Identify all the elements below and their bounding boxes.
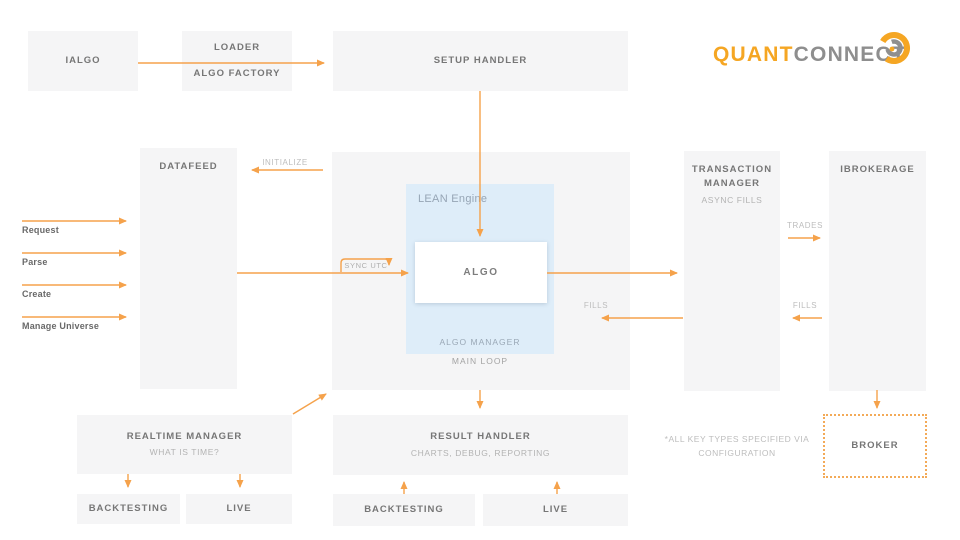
lean-engine-label: LEAN Engine [418, 193, 488, 205]
live-left-label: LIVE [226, 502, 252, 514]
realtime-manager-label: REALTIME MANAGER [126, 430, 243, 442]
live-mid-box: LIVE [483, 494, 628, 526]
backtesting-left-label: BACKTESTING [88, 502, 169, 514]
fills-right-label: FILLS [792, 301, 818, 310]
datafeed-box: DATAFEED [140, 148, 237, 389]
sync-utc-label: SYNC UTC [344, 261, 388, 270]
setup-handler-label: SETUP HANDLER [433, 54, 528, 66]
logo-connect-text: CONNECT [793, 43, 906, 66]
loader-label: LOADER [213, 42, 261, 53]
ialgo-box: IALGO [28, 31, 138, 91]
algo-factory-label: ALGO FACTORY [193, 67, 281, 79]
what-is-time-label: WHAT IS TIME? [149, 447, 220, 458]
async-fills-label: ASYNC FILLS [701, 194, 763, 205]
broker-box: BROKER [823, 414, 927, 478]
arrow-realtime-to-main-loop [292, 393, 327, 415]
setup-handler-box: SETUP HANDLER [333, 31, 628, 91]
live-mid-label: LIVE [542, 503, 569, 515]
fills-left-label: FILLS [583, 301, 609, 310]
ialgo-label: IALGO [65, 54, 101, 66]
ibrokerage-box: IBROKERAGE [829, 151, 926, 391]
transaction-manager-label: TRANSACTION MANAGER [691, 164, 773, 190]
charts-debug-reporting-label: CHARTS, DEBUG, REPORTING [410, 447, 551, 458]
result-handler-label: RESULT HANDLER [430, 431, 531, 443]
ibrokerage-label: IBROKERAGE [840, 164, 915, 175]
algo-manager-label: ALGO MANAGER [439, 337, 521, 347]
quantconnect-swirl-icon [878, 32, 910, 64]
logo-quant-text: QUANT [713, 43, 794, 66]
transaction-manager-box: TRANSACTION MANAGER ASYNC FILLS [684, 151, 780, 391]
create-label: Create [22, 289, 52, 299]
loader-box: LOADER ALGO FACTORY [182, 31, 292, 91]
parse-label: Parse [22, 257, 48, 267]
algo-label: ALGO [463, 267, 499, 278]
initialize-label: INITIALIZE [262, 158, 308, 167]
manage-universe-label: Manage Universe [22, 321, 100, 331]
backtesting-left-box: BACKTESTING [77, 494, 180, 524]
main-loop-label: MAIN LOOP [451, 356, 509, 366]
broker-label: BROKER [851, 439, 899, 451]
datafeed-label: DATAFEED [159, 161, 218, 172]
backtesting-mid-box: BACKTESTING [333, 494, 475, 526]
trades-label: TRADES [786, 221, 824, 230]
result-handler-box: RESULT HANDLER CHARTS, DEBUG, REPORTING [333, 415, 628, 475]
backtesting-mid-label: BACKTESTING [364, 503, 444, 515]
algo-box: ALGO [415, 242, 547, 303]
realtime-manager-box: REALTIME MANAGER WHAT IS TIME? [77, 415, 292, 474]
live-left-box: LIVE [186, 494, 292, 524]
request-label: Request [22, 225, 59, 235]
config-note: *ALL KEY TYPES SPECIFIED VIA CONFIGURATI… [664, 434, 810, 459]
